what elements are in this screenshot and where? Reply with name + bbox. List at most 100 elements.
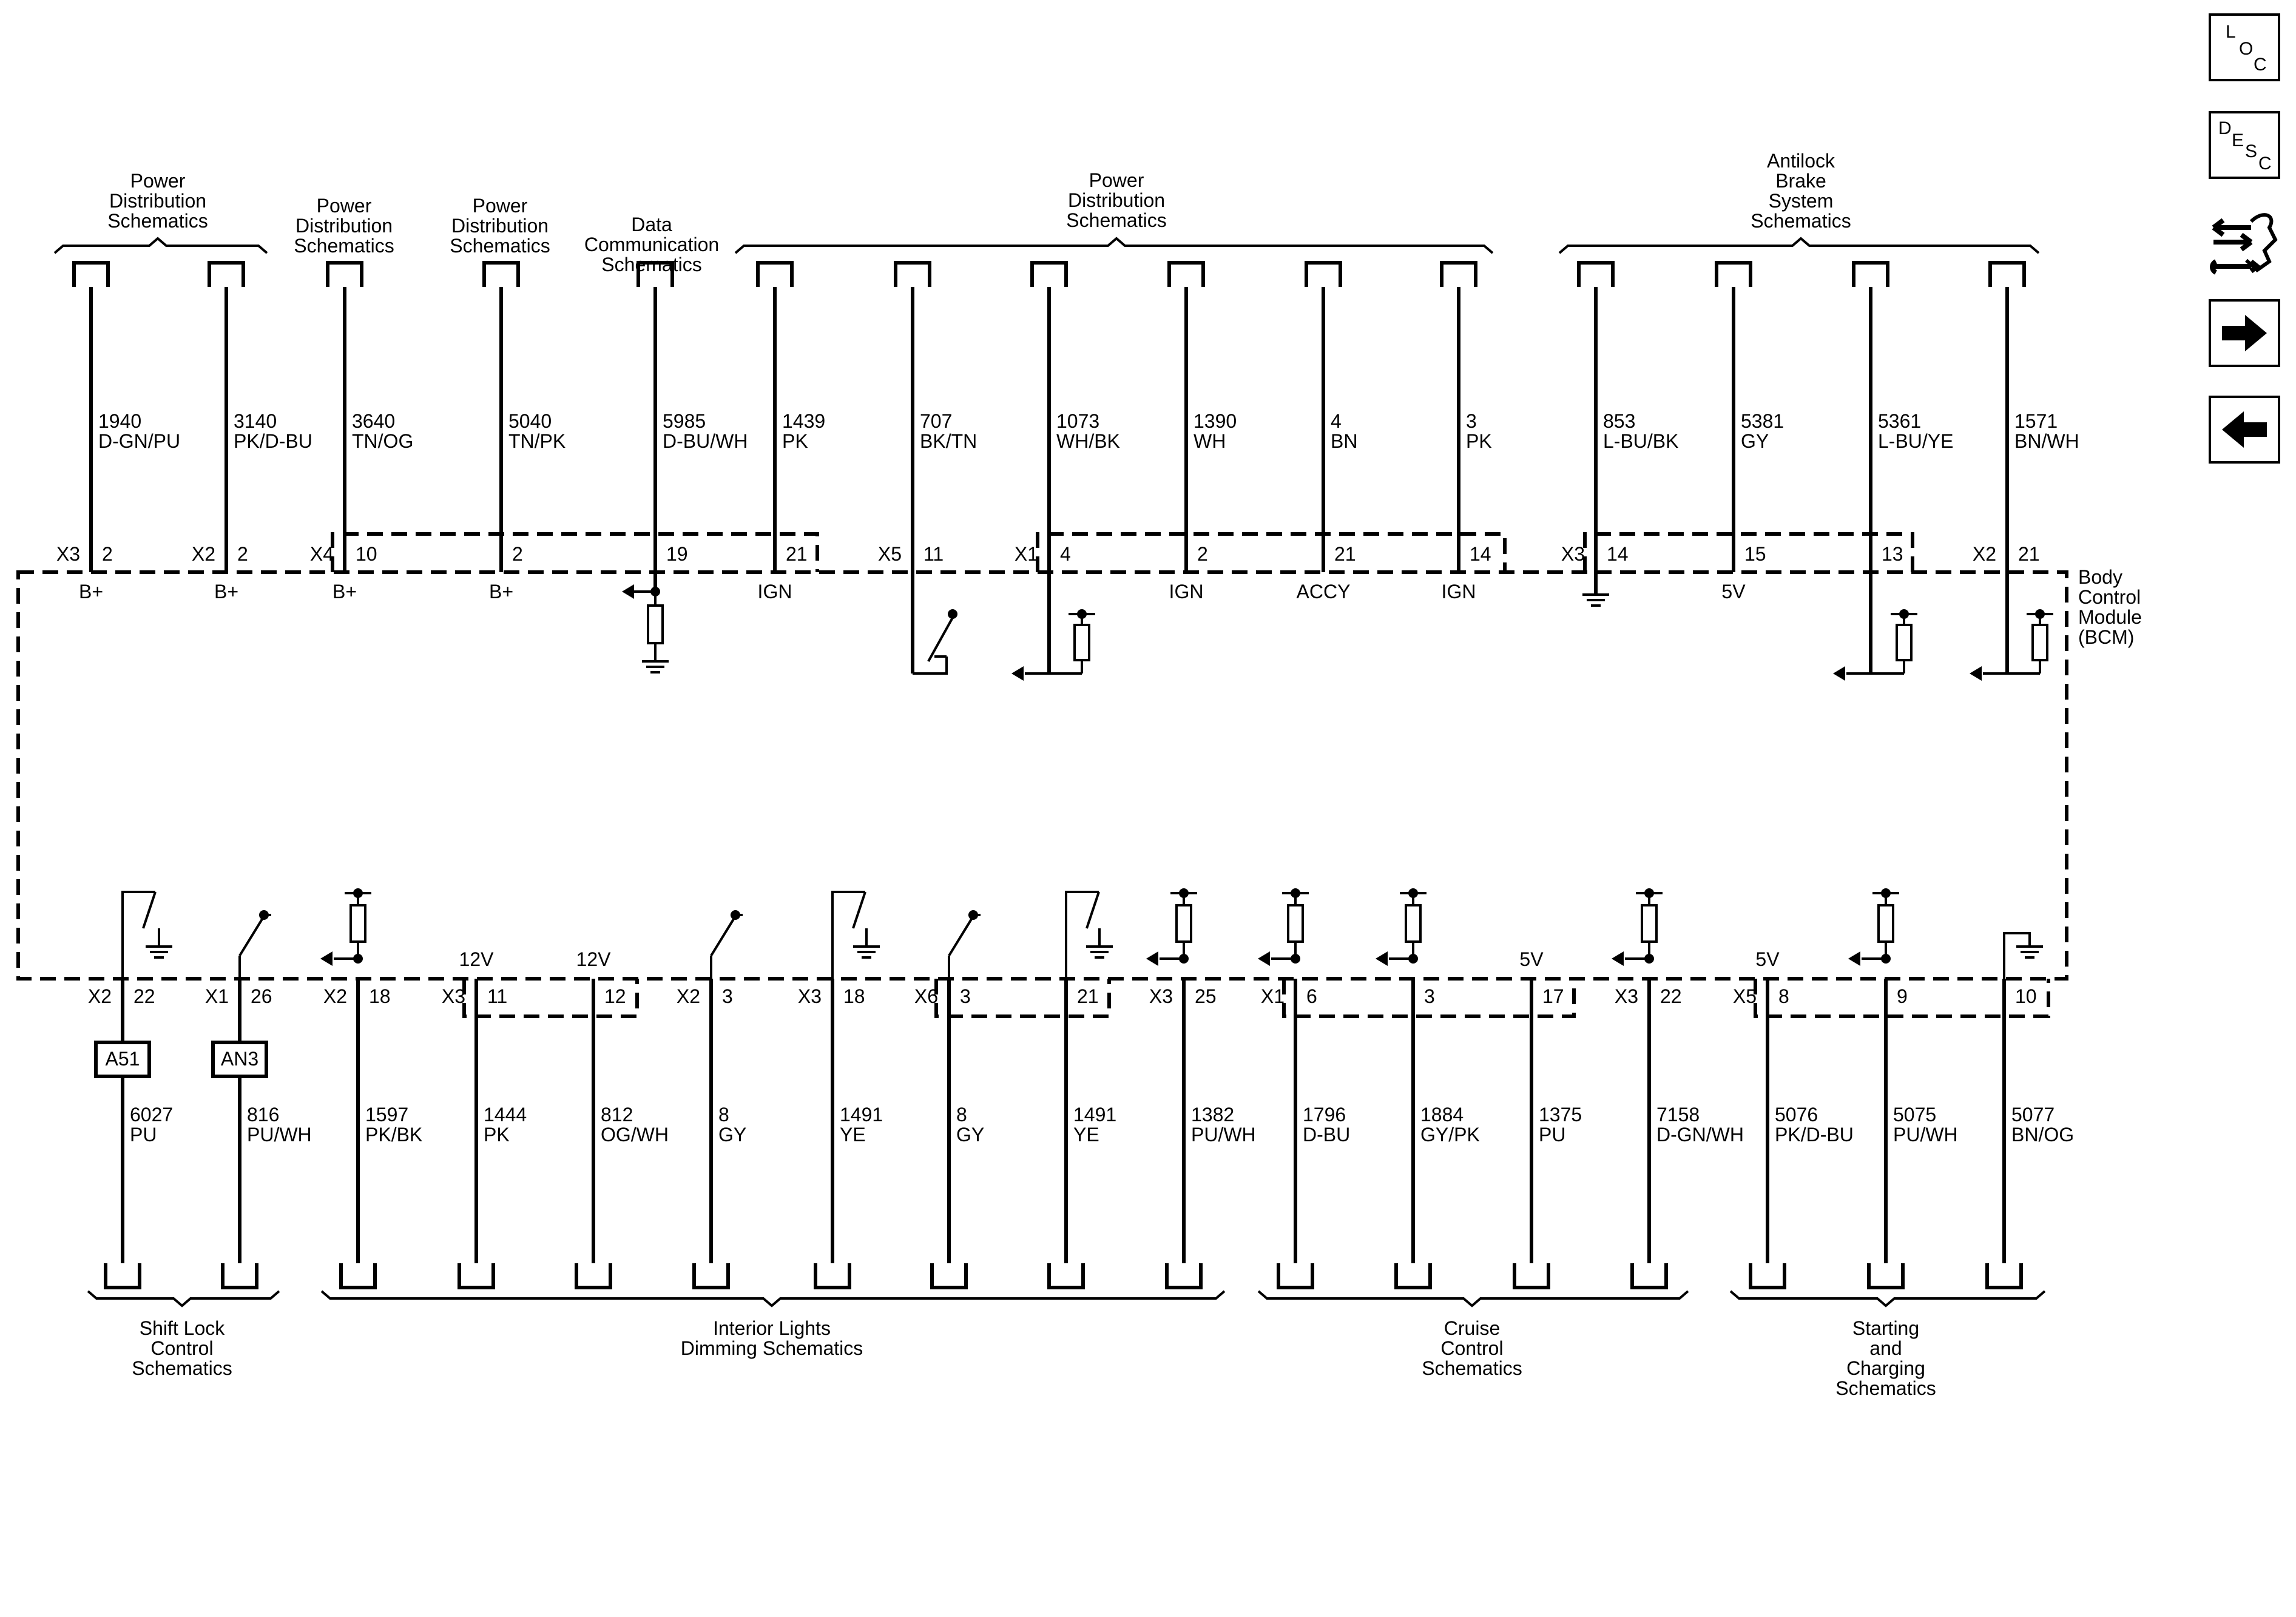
top-circuit-color: D-BU/WH	[663, 430, 748, 452]
pullup-resistor-0	[1073, 624, 1090, 661]
desc-button[interactable]: D E S C	[2209, 111, 2280, 179]
bottom-circuit-color: YE	[840, 1124, 866, 1146]
ground-switch-blade-2	[1086, 891, 1100, 929]
bottom-circuit-color: PU/WH	[247, 1124, 312, 1146]
bottom-pin-number: 12	[604, 985, 626, 1007]
bottom-pullup-resistor-0	[349, 904, 366, 943]
top-connector-group-1	[1036, 532, 1507, 572]
top-circuit-number: 3	[1466, 410, 1477, 432]
data-ground-symbol	[642, 660, 669, 673]
junction-dot	[1179, 888, 1189, 898]
bottom-inner-label: 5V	[1519, 948, 1544, 970]
arrow-head	[1848, 951, 1860, 966]
connector-symbol	[575, 1263, 612, 1289]
open-switch-blade-0	[238, 915, 265, 957]
arrow-head	[1970, 666, 1982, 681]
junction-dot	[2035, 609, 2045, 619]
connector-symbol	[326, 261, 363, 287]
bottom-pin-number: 3	[960, 985, 971, 1007]
junction-dot	[1291, 888, 1300, 898]
top-circuit-number: 1940	[98, 410, 141, 432]
bottom-connector-id: X3	[442, 985, 465, 1007]
top-connector-id: X3	[1561, 543, 1585, 565]
connector-symbol	[104, 1263, 141, 1289]
bottom-pin-number: 21	[1077, 985, 1099, 1007]
ground-switch-ground-1	[853, 945, 880, 959]
component-label-AN3: AN3	[221, 1048, 258, 1070]
bottom-circuit-number: 816	[247, 1104, 279, 1126]
top-pin-number: 4	[1060, 543, 1071, 565]
connector-symbol	[814, 1263, 851, 1289]
loc-button[interactable]: L O C	[2209, 13, 2280, 81]
bottom-circuit-color: PU	[130, 1124, 157, 1146]
top-group-brace-pd4	[734, 237, 1494, 254]
desc-letter-c: C	[2258, 154, 2272, 174]
top-pin-number: 2	[102, 543, 113, 565]
arrow-head	[1376, 951, 1388, 966]
bottom-pullup-resistor-3	[1405, 904, 1422, 943]
bottom-circuit-color: PU/WH	[1893, 1124, 1958, 1146]
connector-symbol	[1715, 261, 1752, 287]
x5-switch-blade	[927, 617, 954, 662]
bottom-connector-group-2	[1282, 979, 1576, 1018]
wrench-tool-button[interactable]	[2209, 203, 2280, 282]
top-pin-number: 13	[1882, 543, 1903, 565]
arrow-head	[320, 951, 333, 966]
pin10-ground-symbol	[2016, 945, 2043, 959]
bottom-pin-number: 26	[251, 985, 272, 1007]
bottom-circuit-color: BN/OG	[2011, 1124, 2074, 1146]
bottom-pin-number: 25	[1195, 985, 1217, 1007]
connector-symbol	[1577, 261, 1615, 287]
bottom-circuit-color: PK/D-BU	[1775, 1124, 1854, 1146]
bottom-circuit-color: OG/WH	[601, 1124, 669, 1146]
pullup-resistor-2	[2031, 624, 2048, 661]
arrow-head	[1258, 951, 1270, 966]
top-connector-id: X1	[1015, 543, 1038, 565]
bottom-connector-group-3	[1754, 979, 2050, 1018]
top-inner-label: IGN	[1442, 581, 1476, 603]
connector-symbol	[1988, 261, 2026, 287]
bottom-connector-id: X2	[323, 985, 347, 1007]
bottom-circuit-color: YE	[1073, 1124, 1099, 1146]
top-pin-number: 11	[923, 543, 944, 565]
connector-symbol	[1513, 1263, 1550, 1289]
junction-dot	[353, 888, 363, 898]
prev-button[interactable]	[2209, 396, 2280, 464]
desc-letter-d: D	[2218, 118, 2232, 138]
open-switch-blade-1	[710, 915, 737, 957]
ground-switch-ground-0	[146, 945, 172, 959]
bottom-pin-number: 9	[1897, 985, 1908, 1007]
bottom-connector-id: X2	[88, 985, 112, 1007]
ground-switch-ground-2	[1086, 945, 1113, 959]
top-circuit-number: 5040	[508, 410, 552, 432]
connector-symbol	[339, 1263, 377, 1289]
bottom-group-brace-cc	[1257, 1290, 1689, 1308]
connector-symbol	[930, 1263, 968, 1289]
junction-dot	[1644, 888, 1654, 898]
bottom-group-brace-sl	[87, 1290, 280, 1308]
next-button[interactable]	[2209, 299, 2280, 367]
connector-symbol	[1047, 1263, 1085, 1289]
bottom-inner-label: 12V	[576, 948, 612, 970]
junction-dot	[1899, 609, 1909, 619]
bottom-circuit-color: D-GN/WH	[1656, 1124, 1744, 1146]
wrench-tool-icon	[2210, 213, 2278, 275]
top-circuit-color: BN/WH	[2014, 430, 2079, 452]
connector-symbol	[636, 261, 674, 287]
top-inner-label: B+	[79, 581, 103, 603]
top-circuit-number: 3140	[234, 410, 277, 432]
bottom-connector-id: X1	[205, 985, 229, 1007]
bottom-pin-number: 22	[1660, 985, 1682, 1007]
bottom-circuit-number: 1491	[840, 1104, 883, 1126]
bottom-pin-number: 6	[1306, 985, 1317, 1007]
bottom-circuit-number: 5075	[1893, 1104, 1936, 1126]
bottom-circuit-number: 812	[601, 1104, 633, 1126]
top-circuit-color: TN/PK	[508, 430, 566, 452]
bottom-connector-id: X5	[1733, 985, 1757, 1007]
top-circuit-color: WH	[1194, 430, 1226, 452]
top-group-brace-pd1	[53, 237, 268, 254]
top-circuit-number: 1571	[2014, 410, 2058, 432]
bottom-pin-number: 3	[722, 985, 733, 1007]
desc-letter-s: S	[2245, 141, 2258, 161]
